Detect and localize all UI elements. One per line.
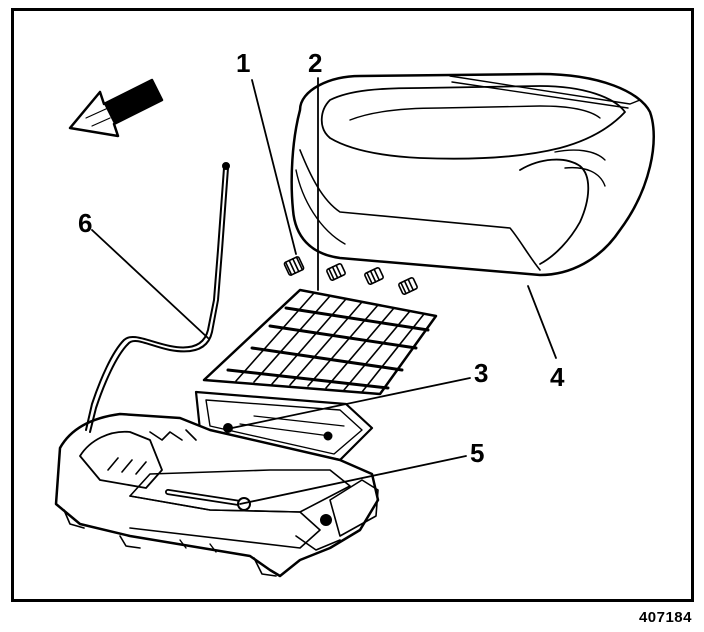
front-direction-arrow bbox=[68, 78, 164, 138]
callout-4: 4 bbox=[550, 362, 565, 392]
clips bbox=[283, 256, 418, 295]
callout-5: 5 bbox=[470, 438, 485, 468]
seat-base bbox=[54, 412, 380, 578]
callout-6: 6 bbox=[78, 208, 93, 238]
figure-number: 407184 bbox=[638, 609, 692, 626]
callout-3: 3 bbox=[474, 358, 489, 388]
release-cable bbox=[85, 162, 230, 433]
callout-1: 1 bbox=[236, 48, 251, 78]
callout-2: 2 bbox=[308, 48, 323, 78]
callout-leaders bbox=[91, 77, 557, 505]
seat-frame bbox=[194, 390, 374, 462]
seat-cushion bbox=[290, 72, 655, 277]
seat-spring-mat bbox=[202, 288, 438, 396]
